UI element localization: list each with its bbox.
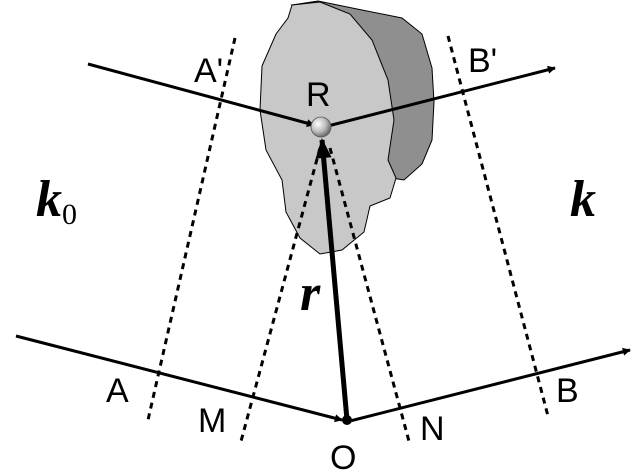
label-r-vector: r bbox=[300, 265, 321, 322]
label-n: N bbox=[420, 410, 445, 448]
wavefront-r-n bbox=[328, 147, 412, 446]
label-k0: k0 bbox=[36, 171, 77, 231]
label-a-prime: A' bbox=[194, 52, 223, 90]
label-k: k bbox=[570, 171, 596, 228]
label-b-prime: B' bbox=[468, 42, 497, 80]
position-vector-r bbox=[315, 138, 350, 421]
label-o: O bbox=[330, 439, 356, 475]
scattered-ray-upper bbox=[323, 65, 556, 129]
label-m: M bbox=[198, 402, 226, 440]
scattered-ray-lower bbox=[345, 347, 631, 424]
label-a: A bbox=[106, 372, 129, 410]
scattering-point-sphere bbox=[310, 116, 332, 138]
incident-ray-lower bbox=[15, 334, 343, 423]
label-b: B bbox=[556, 372, 579, 410]
label-r-point: R bbox=[306, 76, 331, 114]
label-k0-main: k bbox=[36, 171, 62, 228]
incident-ray-upper bbox=[87, 62, 315, 127]
label-k0-subscript: 0 bbox=[62, 198, 77, 231]
wavefront-m-r bbox=[238, 147, 322, 446]
origin-point bbox=[342, 415, 352, 425]
wavefront-a-aprime bbox=[146, 37, 237, 421]
